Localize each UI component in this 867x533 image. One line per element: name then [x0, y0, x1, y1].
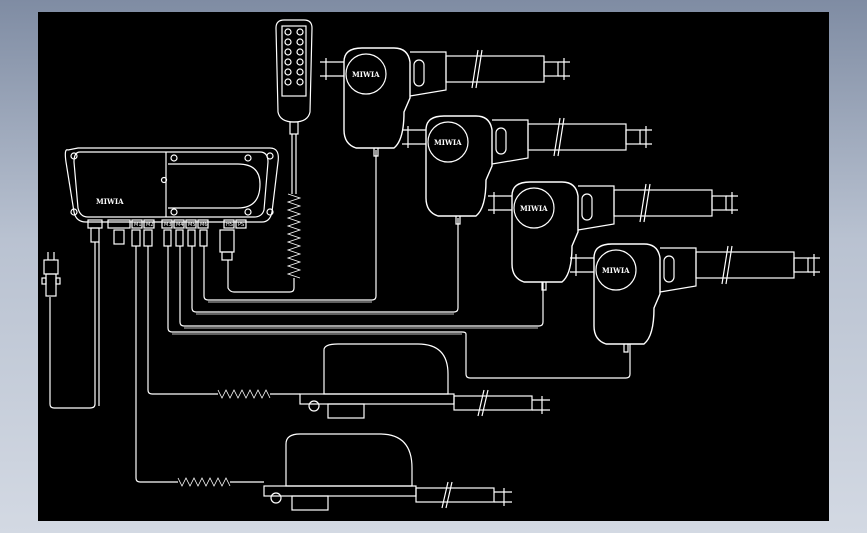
rotary-actuator-3: MIWIA [488, 181, 738, 291]
wiring-bundle [167, 150, 631, 379]
control-box-logo: MIWIA [96, 197, 124, 206]
actuator-logo: MIWIA [352, 70, 380, 79]
linear-actuator-2 [135, 246, 512, 511]
port-label: M3 [164, 222, 172, 228]
port-label: M2 [146, 222, 154, 228]
rotary-actuator-1: MIWIA [320, 47, 570, 157]
port-label: M6 [200, 222, 208, 228]
wiring-diagram: MIWIA M1 M2 M3 M4 M5 M6 HS PS [41, 19, 820, 511]
port-label: M1 [134, 222, 142, 228]
actuator-logo: MIWIA [434, 138, 462, 147]
port-label: M4 [176, 222, 184, 228]
control-box: MIWIA [64, 147, 279, 223]
port-strip: M1 M2 M3 M4 M5 M6 HS PS [87, 219, 247, 229]
rotary-actuator-4: MIWIA [570, 243, 820, 353]
port-label: HS [226, 222, 233, 228]
connectors [90, 227, 235, 261]
hand-control [227, 19, 313, 293]
actuator-logo: MIWIA [602, 266, 630, 275]
power-plug [41, 242, 100, 409]
rotary-actuator-2: MIWIA [402, 115, 652, 225]
linear-actuator-1 [147, 246, 550, 419]
actuator-logo: MIWIA [520, 204, 548, 213]
port-label: PS [238, 222, 244, 228]
cad-viewport[interactable]: MIWIA M1 M2 M3 M4 M5 M6 HS PS [38, 12, 829, 521]
port-label: M5 [188, 222, 196, 228]
